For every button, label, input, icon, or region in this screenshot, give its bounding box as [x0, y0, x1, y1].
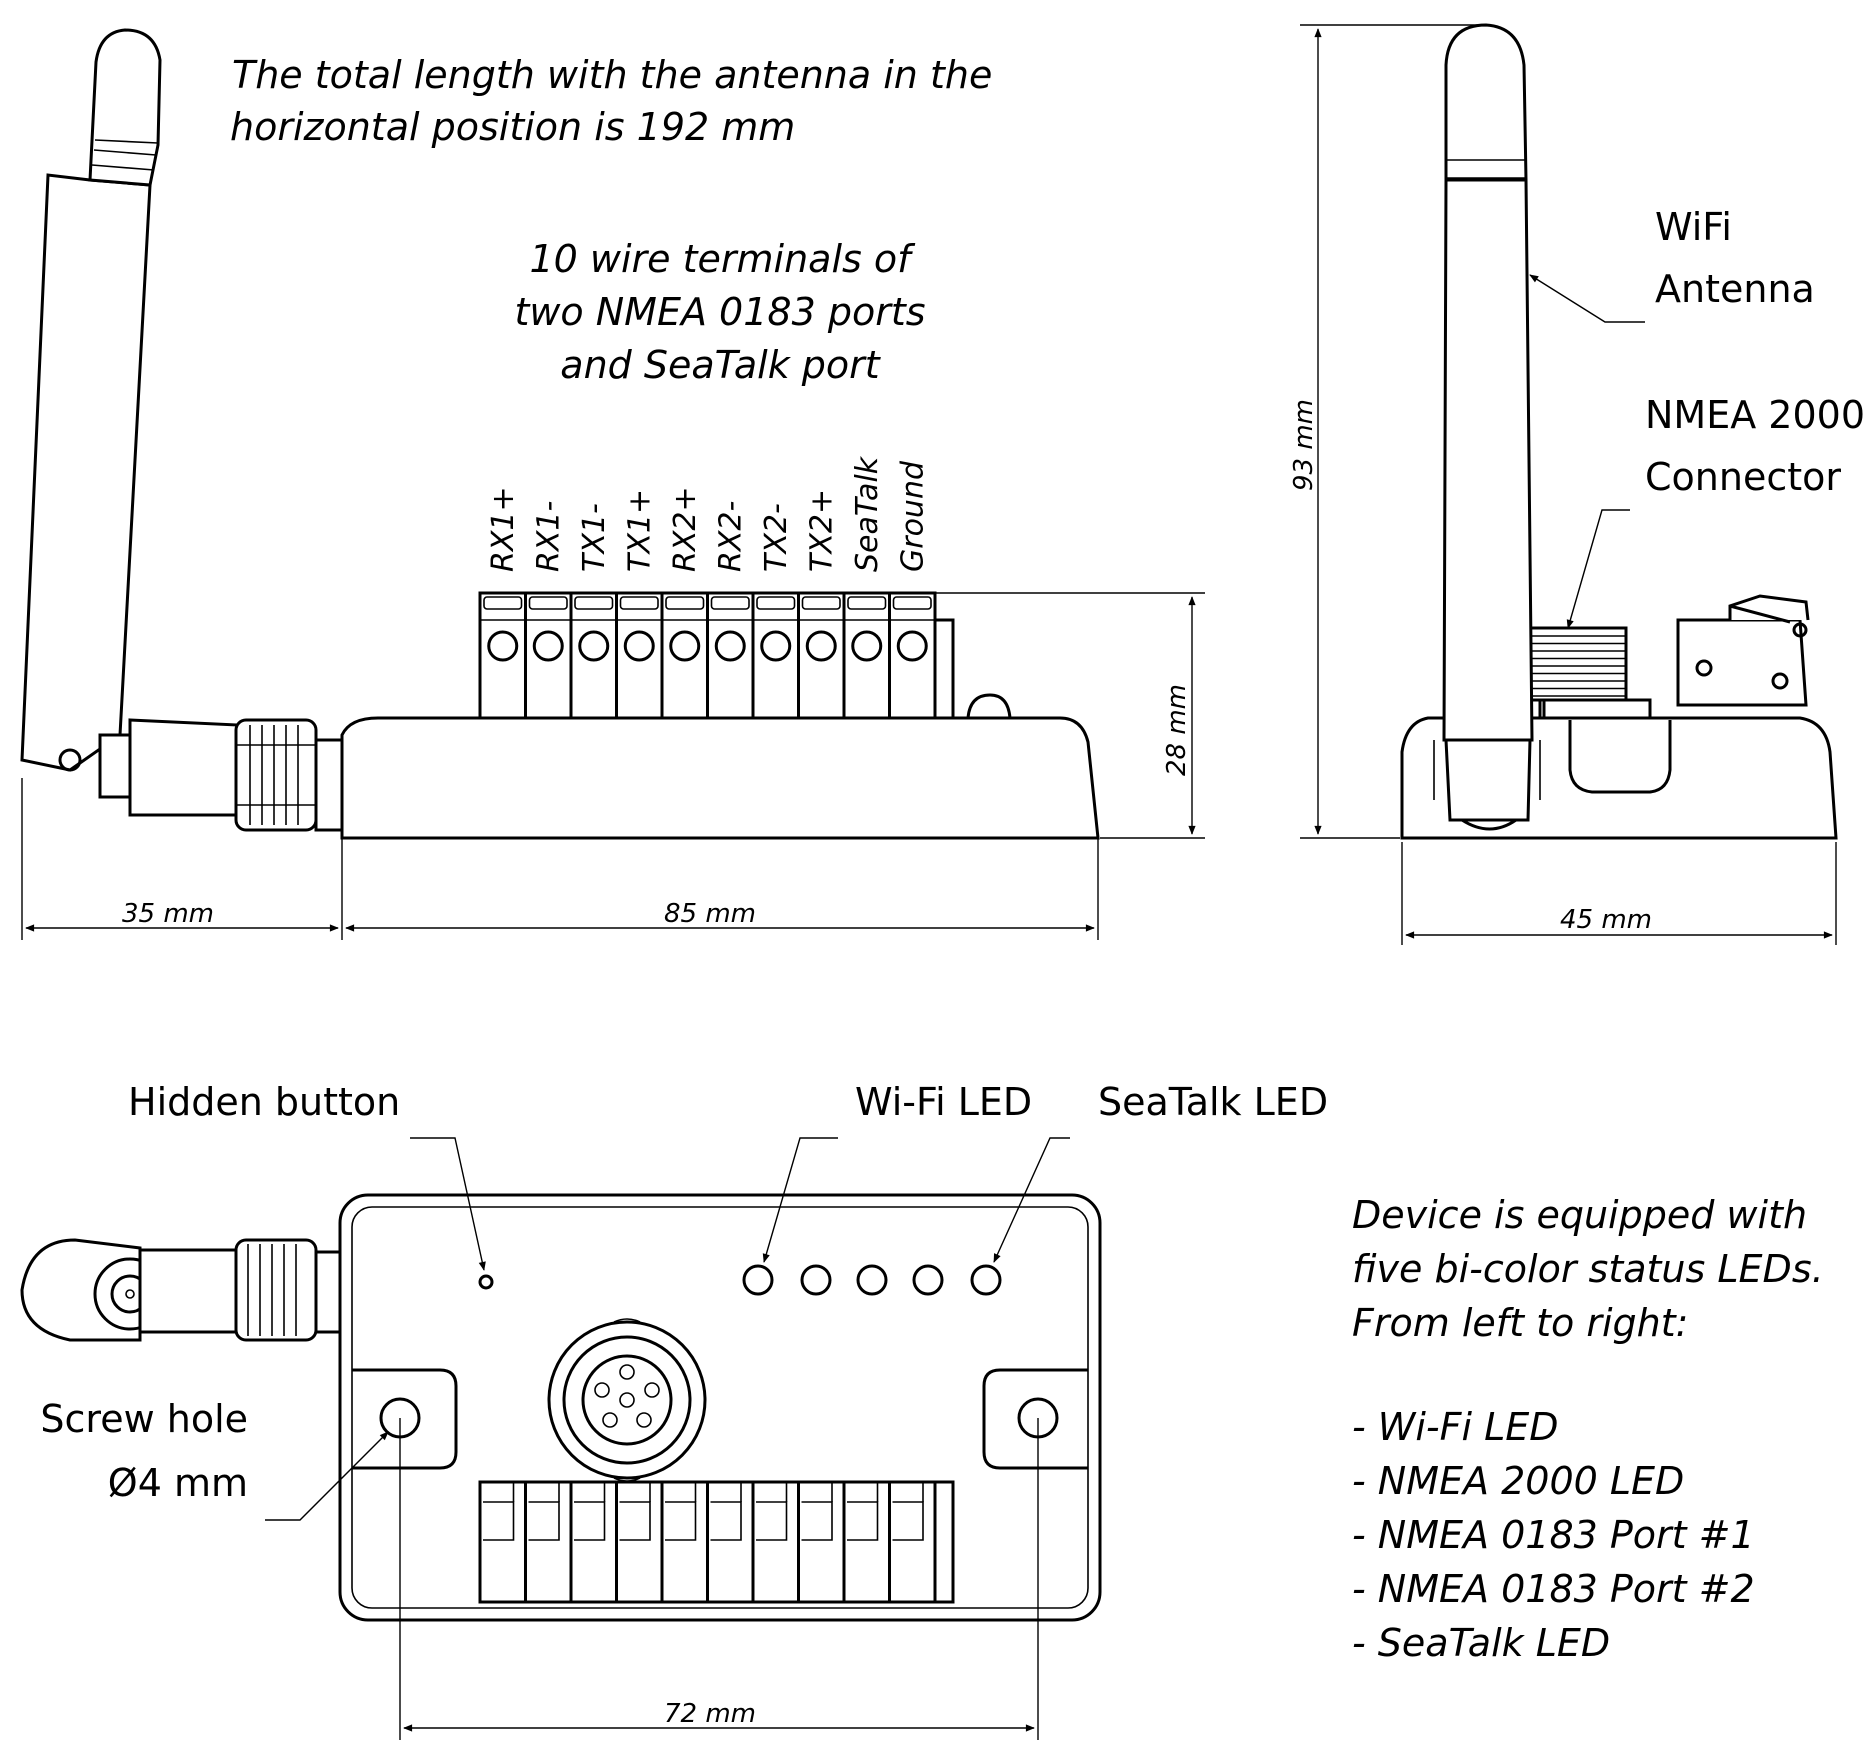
terminal-screw	[760, 630, 792, 662]
terminal-labels: RX1+ RX1- TX1- TX1+ RX2+ RX2- TX2- TX2+ SeaTalk G…	[486, 455, 931, 572]
terminal-screw	[532, 630, 564, 662]
terminal-label: RX2-	[713, 501, 748, 572]
led-list-item: - NMEA 0183 Port #1	[1352, 1513, 1755, 1557]
terminal-cell	[660, 591, 709, 720]
dimension-lines	[21, 24, 1837, 1740]
leds-note: Device is equipped with five bi-color st…	[1352, 1193, 1824, 1345]
dim-total-height: 93 mm	[1289, 399, 1319, 491]
terminals-note-line3: and SeaTalk port	[560, 343, 882, 387]
terminal-slot	[842, 1480, 891, 1604]
terminal-label: RX1-	[531, 501, 566, 572]
terminal-cell	[797, 591, 846, 720]
terminal-slot	[478, 1480, 527, 1604]
terminal-screw	[805, 630, 837, 662]
terminals-note-line1: 10 wire terminals of	[529, 237, 916, 281]
terminal-screw	[714, 630, 746, 662]
terminal-cell	[524, 591, 573, 720]
side-view: RX1+ RX1- TX1- TX1+ RX2+ RX2- TX2- TX2+ SeaTalk G…	[20, 28, 1100, 840]
end-view	[1400, 23, 1838, 840]
leds-note-line2: five bi-color status LEDs.	[1352, 1247, 1824, 1291]
total-length-note-line1: The total length with the antenna in the	[232, 53, 992, 97]
terminal-screw	[578, 630, 610, 662]
screw-hole-label-line2: Ø4 mm	[108, 1461, 248, 1505]
dim-body-length: 85 mm	[664, 899, 756, 929]
led-list: - Wi-Fi LED - NMEA 2000 LED - NMEA 0183 …	[1352, 1405, 1755, 1665]
terminal-label: TX2+	[804, 489, 839, 572]
leader-lines	[265, 274, 1645, 1521]
terminal-cell	[751, 591, 800, 720]
terminal-cell	[842, 591, 891, 720]
led-seatalk	[970, 1264, 1002, 1296]
antenna-side	[20, 28, 344, 832]
terminal-block-side	[478, 591, 955, 720]
led-nmea0183-port2	[912, 1264, 944, 1296]
terminal-slot	[569, 1480, 618, 1604]
dim-height-terminals: 28 mm	[1162, 684, 1192, 776]
nmea2000-connector-top	[547, 1318, 707, 1482]
leds-note-line3: From left to right:	[1352, 1301, 1688, 1345]
dim-hole-spacing: 72 mm	[664, 1699, 756, 1729]
terminal-cell	[478, 591, 527, 720]
led-list-item: - SeaTalk LED	[1352, 1621, 1610, 1665]
terminal-slot	[797, 1480, 846, 1604]
nmea2000-label-line1: NMEA 2000	[1645, 393, 1865, 437]
terminal-block-top	[478, 1480, 955, 1604]
terminal-cell	[888, 591, 937, 720]
terminal-label: TX2-	[759, 503, 794, 572]
terminal-cell	[569, 591, 618, 720]
terminal-slot	[751, 1480, 800, 1604]
hidden-button-label: Hidden button	[128, 1080, 400, 1124]
nmea2000-label-line2: Connector	[1645, 455, 1841, 499]
terminal-slot	[706, 1480, 755, 1604]
device-body-side	[340, 716, 1100, 840]
terminal-label: Ground	[895, 460, 930, 572]
terminal-cell	[706, 591, 755, 720]
antenna-top	[20, 1238, 342, 1342]
seatalk-led-label: SeaTalk LED	[1098, 1080, 1328, 1124]
terminal-slot	[615, 1480, 664, 1604]
terminal-screw	[669, 630, 701, 662]
terminals-note-line2: two NMEA 0183 ports	[514, 290, 925, 334]
terminal-screw	[487, 630, 519, 662]
led-list-item: - NMEA 2000 LED	[1352, 1459, 1684, 1503]
top-view	[20, 1193, 1102, 1622]
terminal-label: TX1-	[577, 503, 612, 572]
total-length-note-line2: horizontal position is 192 mm	[230, 105, 795, 149]
led-list-item: - Wi-Fi LED	[1352, 1405, 1559, 1449]
screw-hole-label-line1: Screw hole	[40, 1397, 248, 1441]
led-wifi	[742, 1264, 774, 1296]
wifi-led-label: Wi-Fi LED	[855, 1080, 1032, 1124]
led-nmea2000	[800, 1264, 832, 1296]
terminal-screw	[896, 630, 928, 662]
dim-antenna-length: 35 mm	[122, 899, 214, 929]
total-length-note: The total length with the antenna in the…	[230, 53, 992, 149]
wifi-antenna-label-line2: Antenna	[1655, 267, 1815, 311]
leds-note-line1: Device is equipped with	[1352, 1193, 1807, 1237]
led-list-item: - NMEA 0183 Port #2	[1352, 1567, 1755, 1611]
terminal-label: SeaTalk	[850, 455, 885, 572]
terminal-cell	[615, 591, 664, 720]
terminals-note: 10 wire terminals of two NMEA 0183 ports…	[514, 237, 925, 387]
wifi-antenna-label-line1: WiFi	[1655, 205, 1732, 249]
dim-width: 45 mm	[1560, 905, 1652, 935]
terminal-label: TX1+	[622, 489, 657, 572]
terminal-label: RX1+	[486, 486, 521, 572]
terminal-slot	[888, 1480, 937, 1604]
terminal-screw	[851, 630, 883, 662]
hidden-button	[478, 1274, 494, 1290]
terminal-screw	[623, 630, 655, 662]
terminal-slot	[524, 1480, 573, 1604]
terminal-slot	[660, 1480, 709, 1604]
led-nmea0183-port1	[856, 1264, 888, 1296]
terminal-label: RX2+	[668, 486, 703, 572]
